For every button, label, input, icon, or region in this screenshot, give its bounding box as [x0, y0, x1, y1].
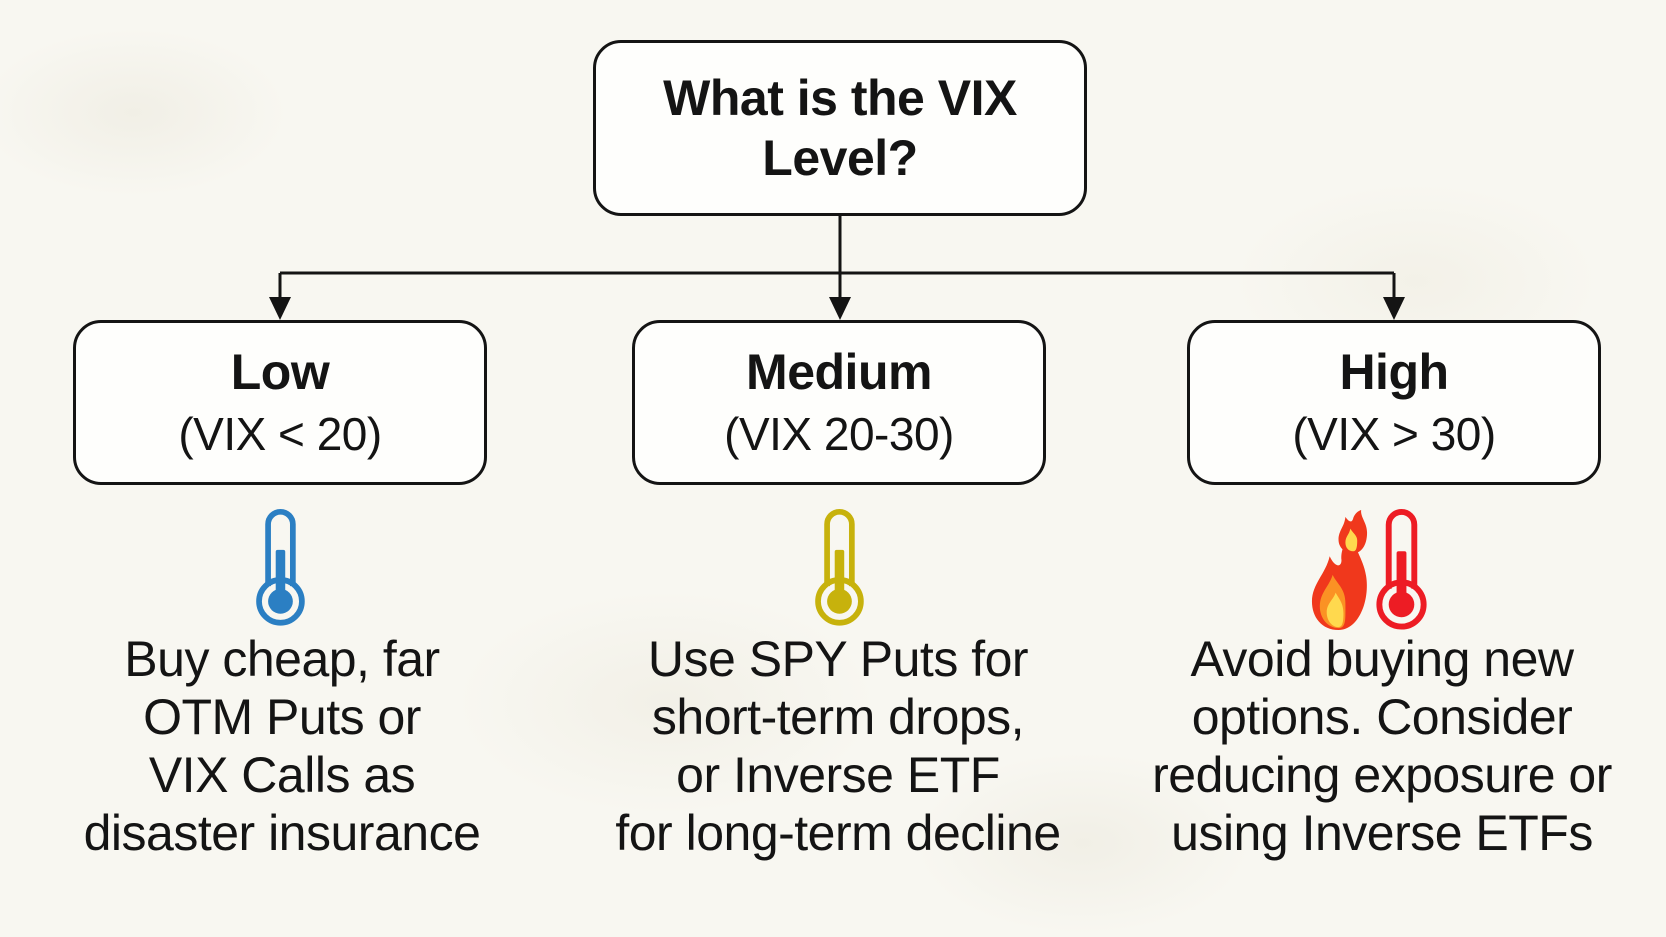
medium-node-title: Medium [746, 344, 932, 401]
low-node-title: Low [230, 344, 330, 401]
arrowhead-high-icon [1383, 297, 1405, 320]
low-advice-text: Buy cheap, far OTM Puts or VIX Calls as … [83, 631, 481, 861]
root-node: What is the VIX Level? [593, 40, 1087, 216]
arrowhead-low-icon [269, 297, 291, 320]
medium-advice-text: Use SPY Puts for short-term drops, or In… [615, 631, 1061, 861]
root-node-label: What is the VIX Level? [663, 70, 1017, 186]
low-node-range: (VIX < 20) [178, 408, 382, 461]
thermometer-medium-icon [789, 508, 889, 628]
medium-node-range: (VIX 20-30) [724, 408, 954, 461]
high-node-range: (VIX > 30) [1292, 408, 1496, 461]
thermometer-low-icon [230, 508, 330, 628]
high-node: High (VIX > 30) [1187, 320, 1601, 485]
high-node-title: High [1339, 344, 1449, 401]
high-advice-text: Avoid buying new options. Consider reduc… [1152, 631, 1612, 861]
low-node: Low (VIX < 20) [73, 320, 487, 485]
medium-node: Medium (VIX 20-30) [632, 320, 1046, 485]
thermometer-fire-icon [1306, 508, 1436, 632]
arrowhead-medium-icon [829, 297, 851, 320]
